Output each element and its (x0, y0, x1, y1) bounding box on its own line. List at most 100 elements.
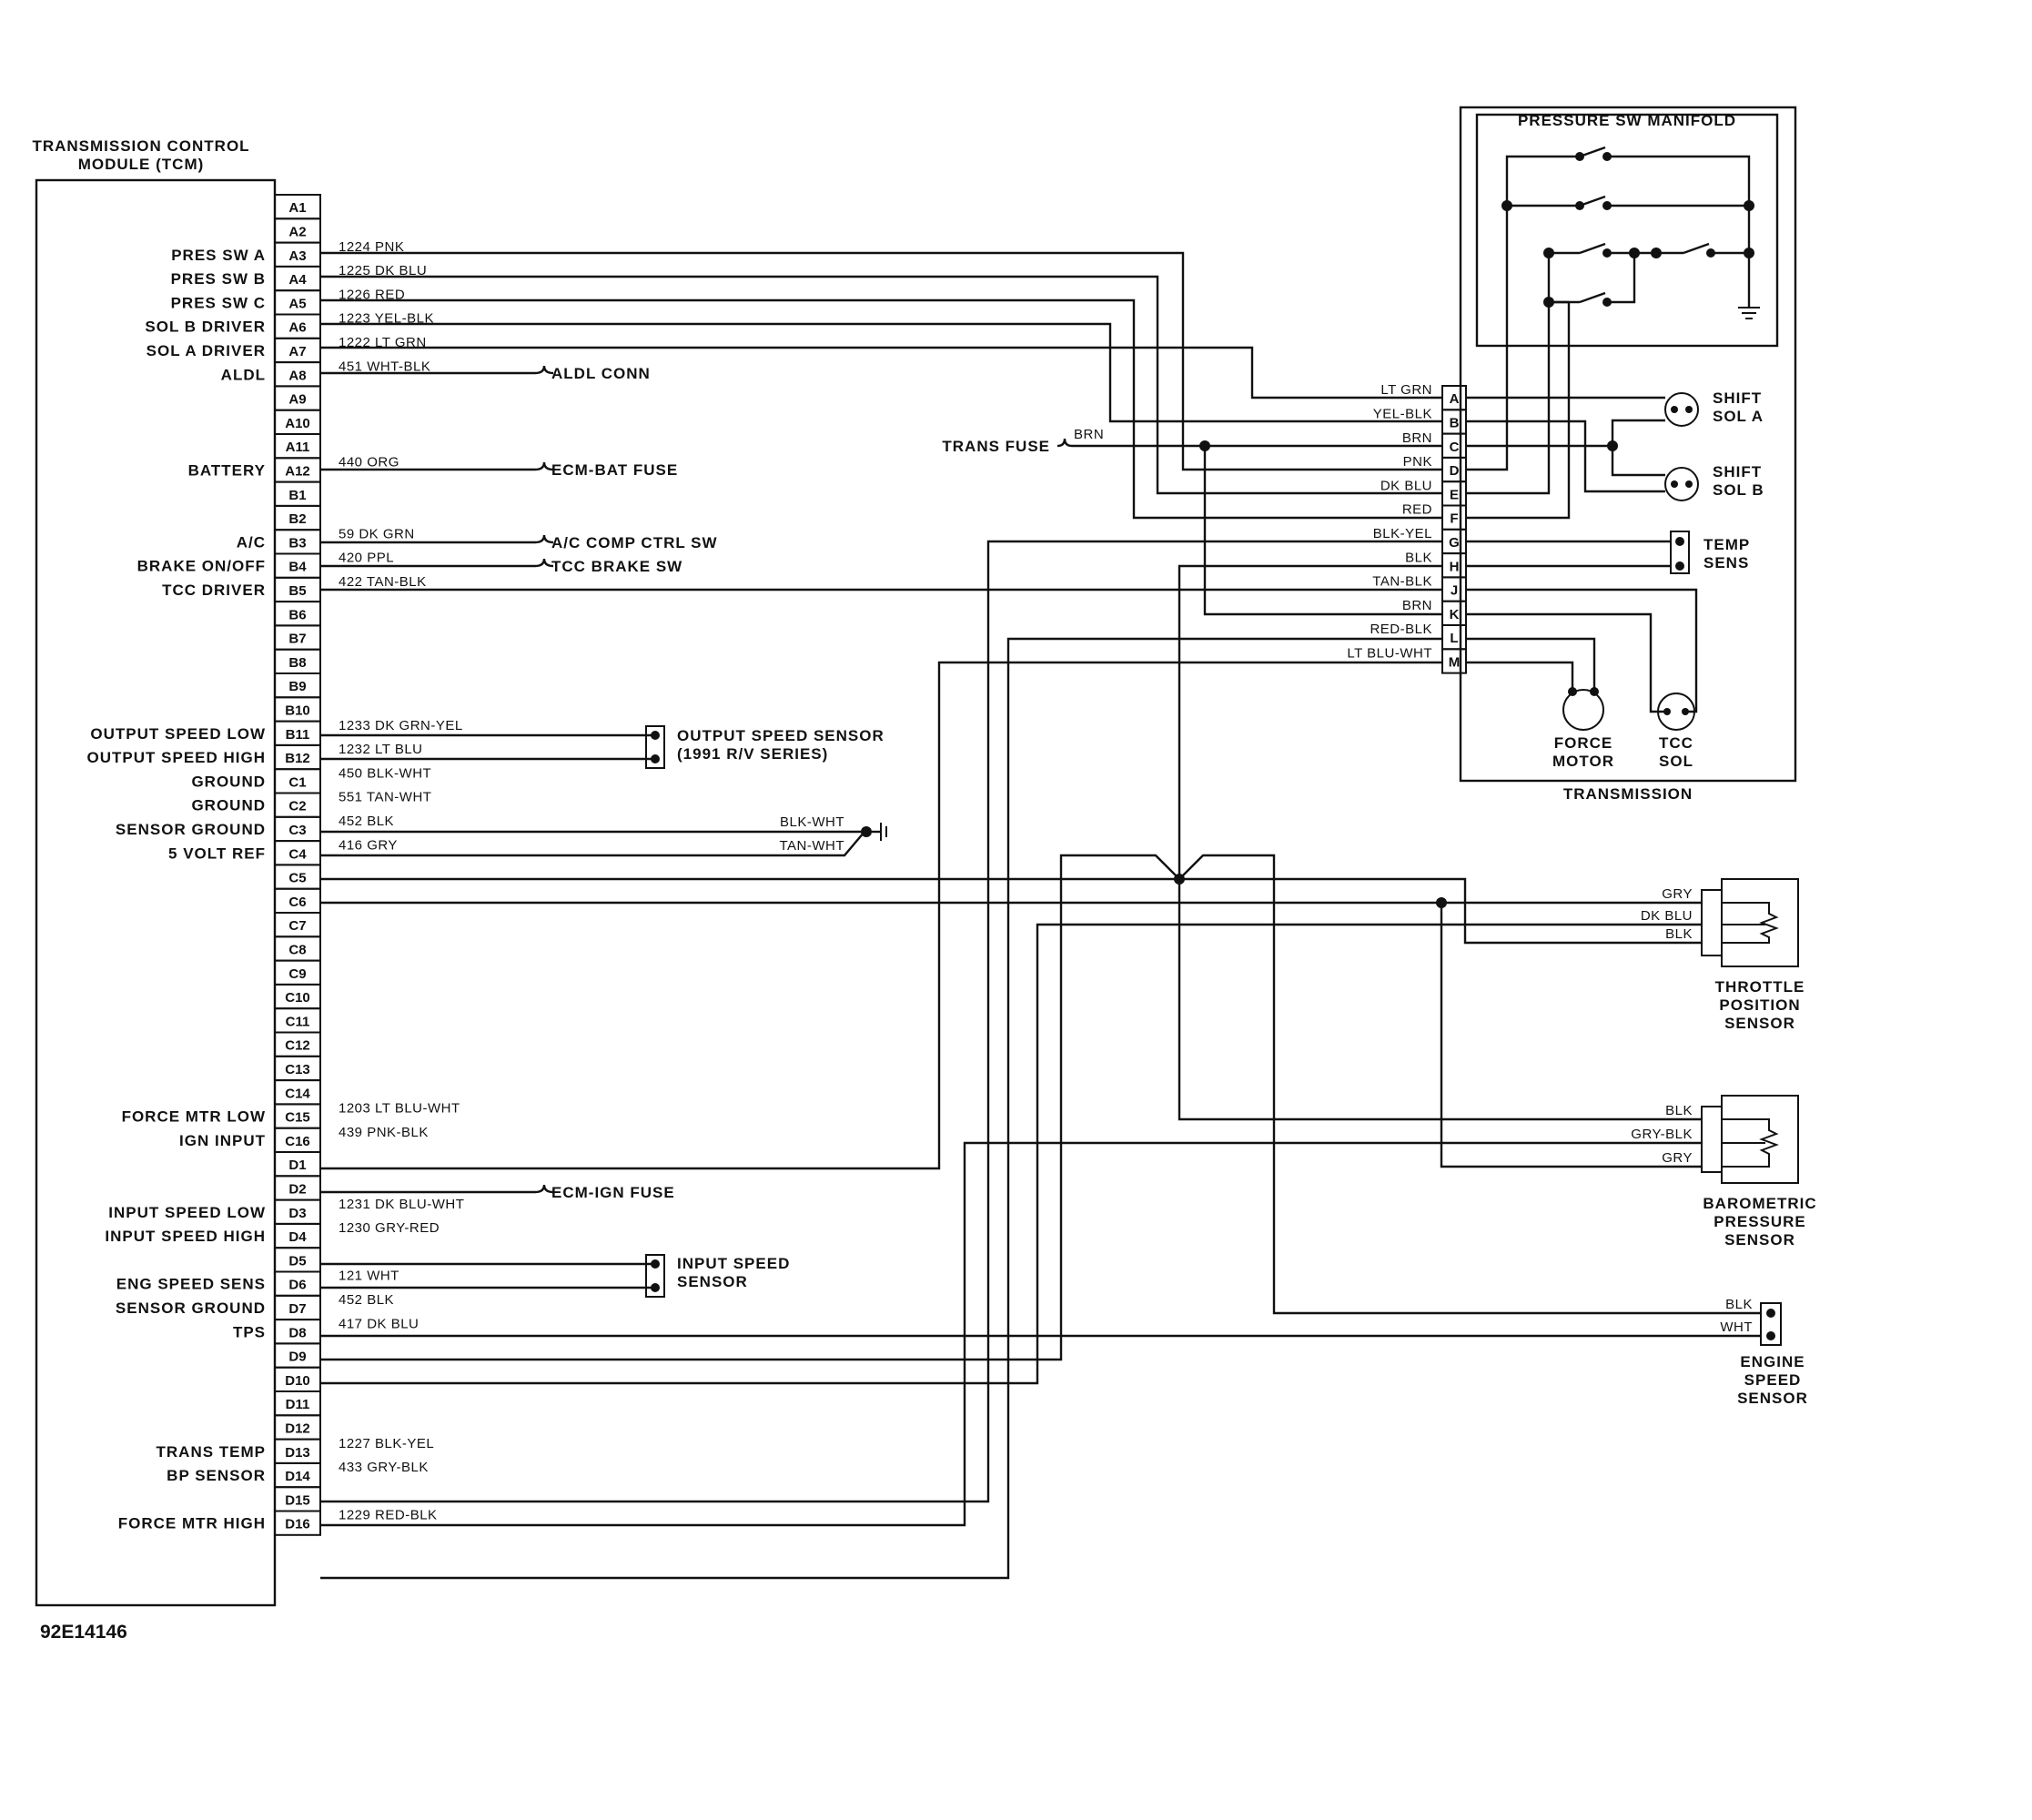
tcm-wire-label: 422 TAN-BLK (339, 574, 427, 590)
tcm-pin-label: B5 (288, 583, 306, 599)
ground-c1-wire-label: BLK-WHT (780, 814, 844, 830)
aldl-conn-label: ALDL CONN (551, 365, 651, 382)
wire-c15-ltbluwht (320, 661, 1442, 1170)
manifold-contact-7 (1602, 298, 1612, 307)
tcm-pin-label: A8 (288, 368, 306, 383)
sensor-wire-label: BLK (1725, 1297, 1753, 1312)
trans-wire-label: LT BLU-WHT (1347, 645, 1432, 661)
wire-baro-gry (1440, 903, 1702, 1168)
output-speed-series-label: (1991 R/V SERIES) (677, 745, 828, 763)
trans-fuse-wire-label: BRN (1074, 427, 1104, 442)
force-motor (1562, 689, 1604, 731)
switch-4 (1579, 291, 1606, 304)
tcm-wire-label: 440 ORG (339, 454, 399, 470)
tcm-wire-label: 1224 PNK (339, 239, 404, 255)
tcm-pin-label: B11 (286, 727, 310, 743)
shift-sol-a-pin2 (1685, 406, 1693, 413)
trans-pin-label: K (1450, 607, 1460, 622)
sol-b-lead (1466, 420, 1665, 493)
tcm-pin-label: C16 (285, 1134, 310, 1149)
tcm-pin-label: A1 (288, 200, 306, 216)
wire-d14-gryblk (320, 1141, 1702, 1527)
wire-d8-dkblu (320, 923, 1702, 1385)
input-speed-pin1 (651, 1259, 660, 1269)
trans-wire-label: BRN (1402, 430, 1432, 446)
tcm-pin-label: B1 (288, 488, 306, 503)
tcc-sol-label1: TCC (1659, 734, 1693, 752)
tcm-pin-label: B2 (288, 511, 306, 527)
wire-c2-ground (320, 831, 865, 857)
manifold-contact-1 (1575, 152, 1584, 161)
sensor-wire-label: GRY (1662, 886, 1693, 902)
tcm-pin-label: A9 (288, 392, 306, 408)
tcm-wire-label: 452 BLK (339, 814, 394, 829)
trans-pin-label: F (1450, 511, 1458, 527)
tcm-title-line2: MODULE (TCM) (78, 156, 205, 173)
tcm-wire-label: 420 PPL (339, 551, 394, 566)
manifold-to-d (1466, 206, 1509, 471)
tcm-pin-label: C11 (286, 1014, 310, 1029)
tcm-wire-label: 433 GRY-BLK (339, 1460, 429, 1475)
manifold-contact-6 (1706, 248, 1715, 258)
force-motor-label2: MOTOR (1552, 753, 1614, 770)
tcm-function-label: FORCE MTR HIGH (118, 1515, 266, 1532)
trans-pin-label: L (1450, 631, 1458, 646)
tcm-pin-label: B10 (285, 703, 310, 718)
baro-label3: SENSOR (1724, 1231, 1795, 1249)
trans-wire-label: DK BLU (1380, 478, 1432, 493)
tcm-wire-label: 416 GRY (339, 837, 398, 853)
tcm-function-label: INPUT SPEED HIGH (105, 1228, 266, 1245)
tcm-pin-label: C12 (285, 1038, 310, 1054)
figure-id: 92E14146 (40, 1622, 127, 1643)
tcm-pin-label: D3 (288, 1206, 306, 1221)
temp-sens-pin1 (1675, 537, 1684, 546)
shift-sol-b-label2: SOL B (1713, 481, 1764, 499)
wire-brn-to-k (1203, 446, 1442, 616)
tcm-pin-label: D10 (285, 1373, 310, 1389)
input-speed-pin2 (651, 1283, 660, 1292)
baro-resistor (1722, 1118, 1779, 1168)
tcm-function-label: 5 VOLT REF (168, 844, 266, 862)
tcm-pin-label: C1 (288, 774, 306, 790)
sensor-wire-label: WHT (1720, 1320, 1753, 1335)
engine-speed-label1: ENGINE (1740, 1353, 1805, 1370)
tcm-wire-label: 1222 LT GRN (339, 335, 427, 350)
tcm-pin-label: D7 (288, 1301, 306, 1317)
tcm-pin-label: A10 (285, 416, 310, 431)
tps-body (1721, 878, 1799, 967)
tcm-pin-label: A4 (288, 272, 307, 288)
tcm-function-label: BRAKE ON/OFF (137, 558, 266, 575)
temp-sens-pin2 (1675, 561, 1684, 571)
switch-3b (1683, 242, 1710, 255)
trans-wire-label: RED (1402, 502, 1432, 518)
force-motor-label1: FORCE (1554, 734, 1613, 752)
tcm-pin-label: D16 (285, 1517, 310, 1532)
tcm-function-label: GROUND (191, 773, 266, 790)
tcm-pin-label: D8 (288, 1325, 306, 1340)
wire-a5-red (320, 298, 1442, 520)
trans-wire-label: PNK (1403, 454, 1432, 470)
tcm-function-label: ENG SPEED SENS (116, 1276, 266, 1293)
tcm-pin-label: D5 (288, 1253, 306, 1269)
tcm-function-label: PRES SW A (171, 247, 266, 264)
tps-label2: POSITION (1719, 996, 1800, 1014)
shift-sol-a-label2: SOL A (1713, 408, 1764, 425)
tcm-function-label: SOL A DRIVER (147, 342, 266, 359)
tcm-pin-label: D14 (285, 1469, 310, 1484)
tcm-function-label: OUTPUT SPEED HIGH (87, 749, 266, 766)
tcm-pin-label: C2 (288, 799, 306, 814)
shift-sol-b-label1: SHIFT (1713, 463, 1762, 480)
baro-body (1721, 1095, 1799, 1184)
tcc-sol-label2: SOL (1659, 753, 1693, 770)
wire-d7-blk (320, 854, 1180, 1361)
tcm-wire-label: 439 PNK-BLK (339, 1125, 429, 1140)
output-speed-sensor-label: OUTPUT SPEED SENSOR (677, 727, 885, 744)
tcc-brake-sw-label: TCC BRAKE SW (551, 558, 682, 575)
trans-wire-label: BRN (1402, 598, 1432, 613)
tcm-pin-label: B8 (288, 655, 306, 671)
tcm-function-label: ALDL (221, 366, 266, 383)
